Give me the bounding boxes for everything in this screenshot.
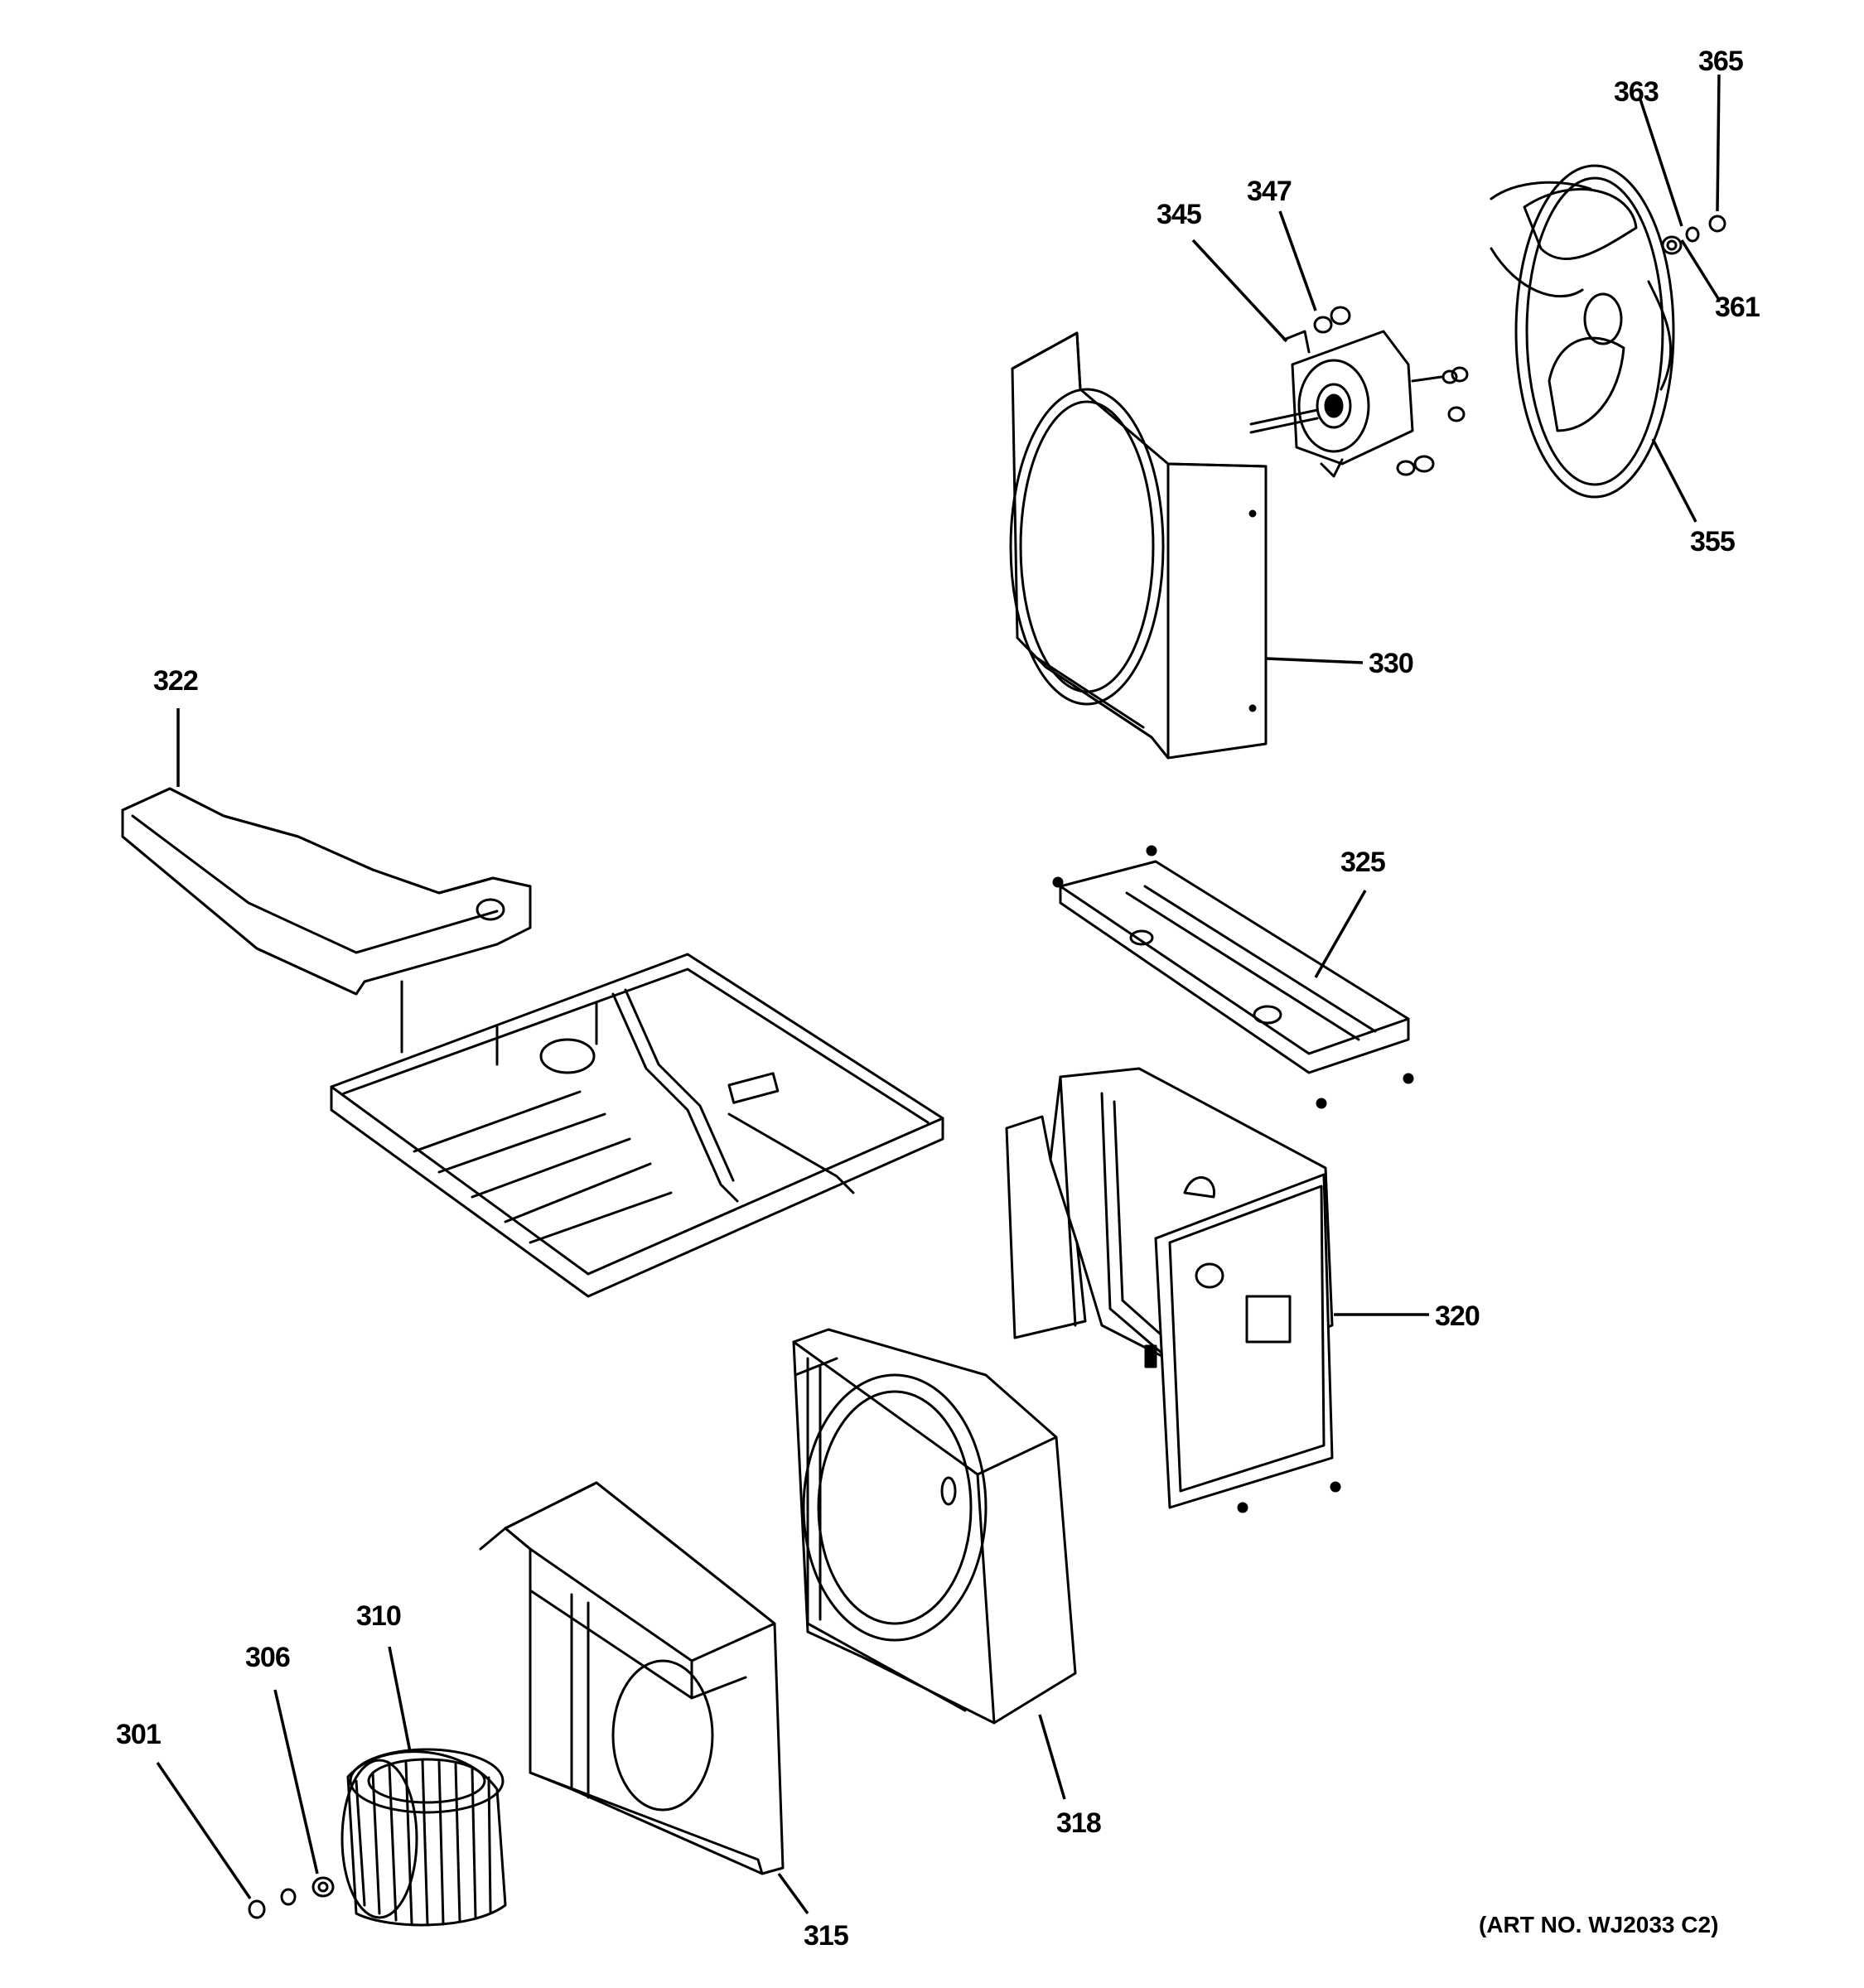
art-number: (ART NO. WJ2033 C2)	[1479, 1912, 1718, 1937]
part-355-fan-blade[interactable]	[1490, 164, 1675, 499]
callout-345: 345	[1157, 199, 1201, 230]
callout-306: 306	[245, 1642, 290, 1673]
part-325-cover[interactable]	[1052, 845, 1414, 1109]
base-pan[interactable]	[330, 953, 944, 1298]
part-318-blower-housing[interactable]	[792, 1328, 1077, 1725]
callout-347: 347	[1247, 176, 1292, 207]
part-306-washer[interactable]	[280, 1876, 335, 1906]
callouts: 322 325 330 345 347 363 365 361 355 320 …	[116, 46, 1760, 1952]
callout-301: 301	[116, 1719, 161, 1750]
callout-355: 355	[1690, 526, 1735, 557]
part-347-nut[interactable]	[1313, 306, 1351, 334]
part-365-nut[interactable]	[1708, 215, 1726, 233]
part-315-scroll[interactable]	[479, 1481, 785, 1875]
callout-361: 361	[1715, 292, 1760, 323]
callout-330: 330	[1369, 648, 1413, 679]
part-361-washer[interactable]	[1661, 235, 1683, 255]
leader-lines	[156, 74, 1721, 1915]
callout-322: 322	[153, 665, 198, 697]
callout-310: 310	[356, 1600, 401, 1632]
callout-325: 325	[1340, 847, 1385, 878]
part-320-housing[interactable]	[1005, 1067, 1341, 1513]
part-310-blower-wheel[interactable]	[340, 1748, 507, 1927]
part-345-motor[interactable]	[1249, 330, 1469, 478]
callout-363: 363	[1614, 76, 1659, 108]
part-330-shroud[interactable]	[1009, 331, 1268, 760]
callout-315: 315	[804, 1920, 848, 1952]
callout-365: 365	[1698, 46, 1743, 77]
part-322-channel[interactable]	[121, 787, 532, 1054]
part-301-nut[interactable]	[248, 1899, 266, 1919]
callout-320: 320	[1435, 1300, 1480, 1332]
callout-318: 318	[1056, 1807, 1101, 1839]
part-363-lockwasher[interactable]	[1685, 226, 1700, 243]
